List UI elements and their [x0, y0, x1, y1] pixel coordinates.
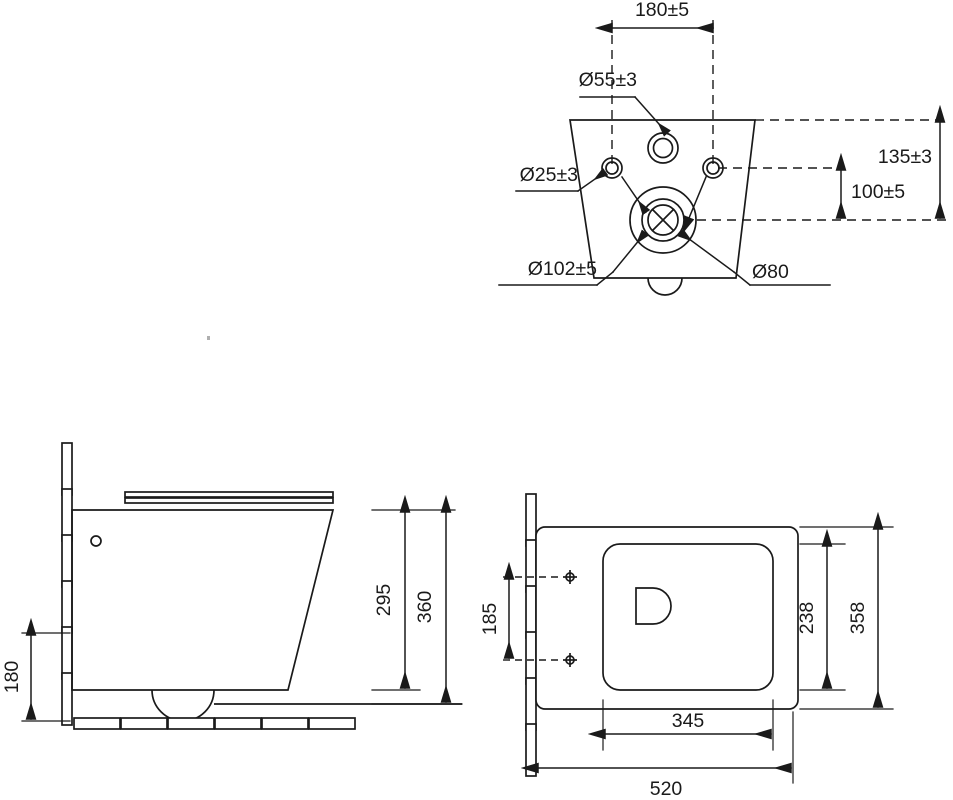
wall-brick [525, 631, 537, 685]
leader-arrow-d102 [611, 229, 650, 274]
leader-kink-d102 [595, 270, 615, 287]
wall-brick [61, 534, 73, 588]
pan-rear-outline [569, 119, 756, 279]
wall-brick [525, 585, 537, 639]
bowl-d-shape-feature [635, 587, 672, 625]
dimlabel-358: 358 [847, 602, 869, 635]
floor-tile [214, 717, 262, 730]
leader-arrow-inlet-to-outlet [620, 175, 651, 216]
wall-brick [525, 539, 537, 593]
floor-tile [120, 717, 168, 730]
dimlabel-360: 360 [414, 591, 436, 624]
side-fixing-hole [90, 535, 102, 547]
wall-brick [525, 493, 537, 547]
dimlabel-520: 520 [650, 778, 683, 800]
dimlabel-100: 100±5 [851, 181, 905, 203]
outlet-circle-102 [629, 186, 697, 254]
outlet-circle-inner [647, 204, 679, 236]
scan-artifact-speck [207, 336, 210, 340]
dimlabel-295: 295 [373, 584, 395, 617]
bolt-centre-lower [563, 653, 577, 667]
dimlabel-d55: Ø55±3 [579, 69, 637, 91]
side-bottom-boss [151, 689, 215, 722]
floor-tile [308, 717, 356, 730]
dimlabel-d102: Ø102±5 [528, 258, 597, 280]
wall-brick [61, 442, 73, 496]
wall-brick [61, 672, 73, 726]
floor-tile [73, 717, 121, 730]
wall-brick [61, 626, 73, 680]
plan-wall-brick-stack [525, 493, 537, 777]
wall-brick-stack [61, 442, 73, 726]
dimlabel-180-side: 180 [1, 661, 23, 694]
leader-kink-d80 [732, 270, 752, 287]
rear-mounting-view: 180±5 Ø55±3 Ø25±3 Ø102±5 Ø80 135±3 [498, 0, 948, 296]
dimlabel-345: 345 [672, 710, 705, 732]
dimlabel-135: 135±3 [878, 146, 932, 168]
wall-brick [61, 488, 73, 542]
floor-tile-row [73, 717, 356, 730]
dimlabel-d25: Ø25±3 [520, 164, 578, 186]
wall-brick [525, 723, 537, 777]
leader-arrow-d55 [633, 95, 671, 137]
wall-brick [525, 677, 537, 731]
pan-bottom-boss [647, 277, 683, 296]
lid-bar-lower [124, 497, 334, 504]
dimlabel-185: 185 [479, 603, 501, 636]
floor-tile [167, 717, 215, 730]
floor-tile [261, 717, 309, 730]
pan-side-profile [71, 509, 335, 691]
dimlabel-180: 180±5 [635, 0, 689, 21]
bowl-opening-outline [602, 543, 774, 691]
leader-arrow-d80 [677, 228, 736, 274]
dimlabel-d80: Ø80 [752, 261, 789, 283]
outlet-cross-line-b [651, 208, 675, 232]
leader-arrow-d25-right [682, 176, 707, 234]
lid-bar-upper [124, 491, 334, 498]
plan-top-view: 185 238 358 345 520 [479, 493, 894, 800]
flush-inlet-outer-circle [647, 132, 679, 164]
flush-inlet-inner-circle [652, 137, 674, 159]
side-elevation-view: 180 295 360 [1, 442, 463, 730]
bolt-centre-upper [563, 570, 577, 584]
wall-brick [61, 580, 73, 634]
dimlabel-238: 238 [796, 602, 818, 635]
seat-lid-assembly [124, 491, 334, 504]
dimlabel-180-text: 180±5 [635, 0, 689, 21]
leader-arrow-d25-left [576, 167, 609, 193]
